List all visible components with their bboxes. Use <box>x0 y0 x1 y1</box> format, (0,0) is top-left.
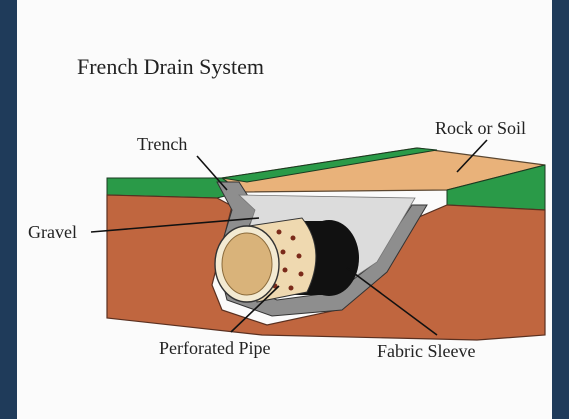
perforation-3 <box>281 250 286 255</box>
label-gravel: Gravel <box>28 222 77 242</box>
label-trench: Trench <box>137 134 187 154</box>
pipe-opening <box>222 233 272 295</box>
label-perforated-pipe: Perforated Pipe <box>159 338 270 358</box>
perforation-6 <box>299 272 304 277</box>
perforation-1 <box>277 230 282 235</box>
diagram-title: French Drain System <box>77 54 264 79</box>
label-fabric-sleeve: Fabric Sleeve <box>377 341 475 361</box>
label-rock-or-soil: Rock or Soil <box>435 118 526 138</box>
perforation-4 <box>297 254 302 259</box>
perforation-2 <box>291 236 296 241</box>
french-drain-diagram: French Drain System <box>17 0 552 419</box>
perforation-5 <box>283 268 288 273</box>
perforation-7 <box>289 286 294 291</box>
diagram-frame: French Drain System <box>17 0 552 419</box>
